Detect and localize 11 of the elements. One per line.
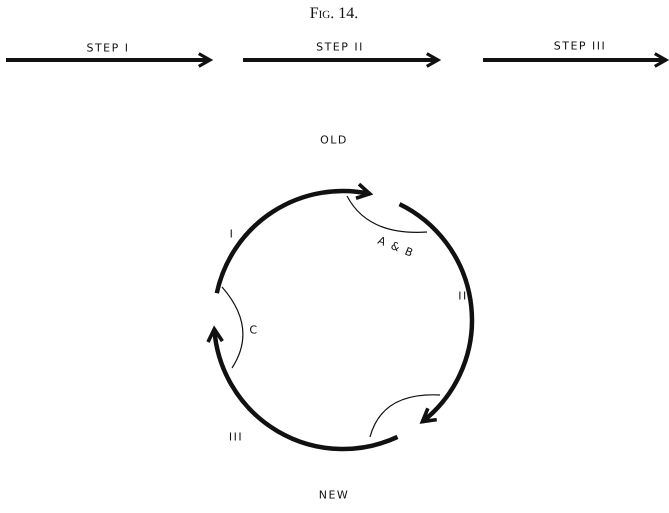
step-label: III: [228, 430, 244, 444]
step-label: STEP I: [86, 42, 130, 54]
step-label: II: [458, 290, 468, 302]
step-label: OLD: [320, 134, 348, 146]
step-label: A & B: [376, 234, 416, 260]
step-label: STEP III: [554, 40, 606, 52]
step-label: NEW: [318, 488, 350, 502]
figure-title: Fig. 14.: [310, 5, 358, 23]
step-label: I: [230, 228, 234, 240]
step-label: C: [249, 324, 259, 336]
step-label: STEP II: [316, 40, 364, 54]
